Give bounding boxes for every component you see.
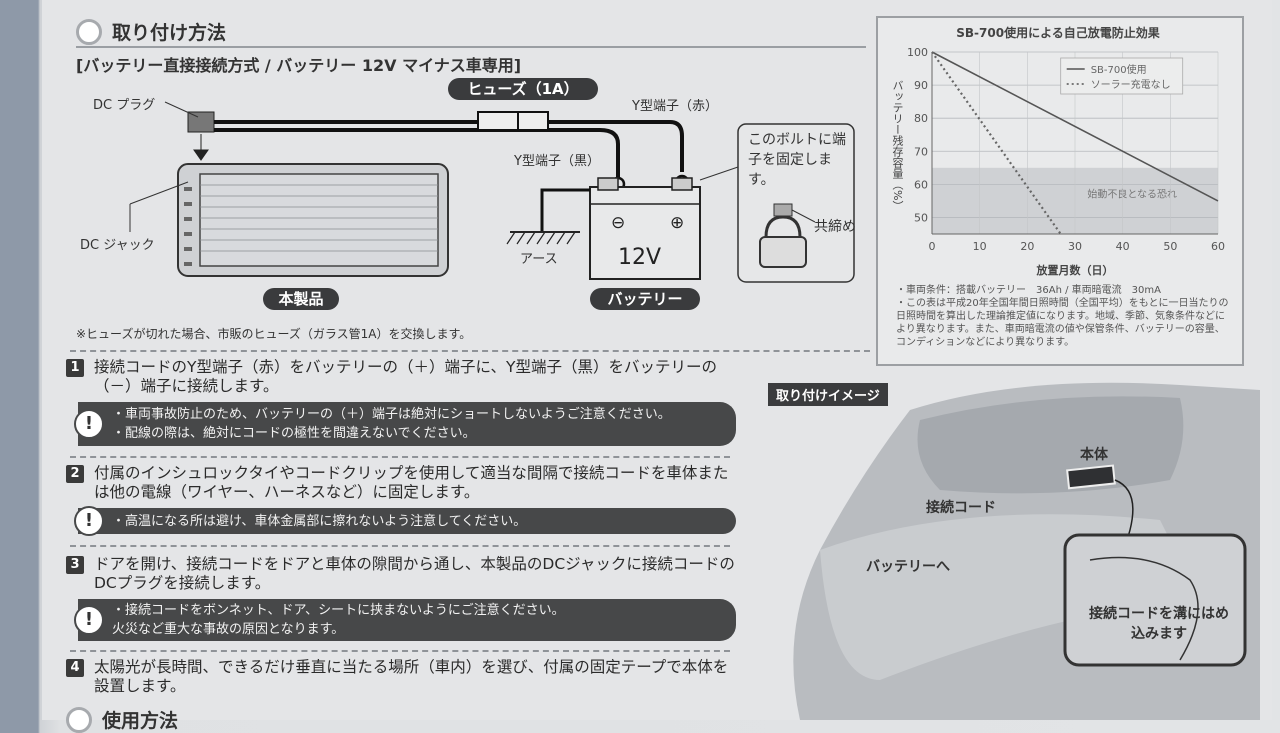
step-4: 4 太陽光が長時間、できるだけ垂直に当たる場所（車内）を選び、付属の固定テープで… [66, 658, 736, 696]
warning-band: ! ・高温になる所は避け、車体金属部に擦れないよう注意してください。 [74, 506, 736, 536]
fuse-label: ヒューズ（1A） [448, 78, 598, 100]
install-image-title: 取り付けイメージ [768, 383, 888, 406]
divider [70, 350, 870, 352]
chart-ytick-label: 100 [907, 46, 928, 59]
warning-line: ・配線の際は、絶対にコードの極性を間違えないでください。 [112, 426, 476, 441]
warning-line: ・車両事故防止のため、バッテリーの（＋）端子は絶対にショートしないようご注意くだ… [112, 407, 671, 422]
chart-xtick-label: 60 [1211, 240, 1225, 253]
chart-xtick-label: 10 [973, 240, 987, 253]
chart-xtick-label: 30 [1068, 240, 1082, 253]
step-1: 1 接続コードのY型端子（赤）をバッテリーの（＋）端子に、Y型端子（黒）をバッテ… [66, 358, 736, 446]
car-illustration [793, 382, 1260, 720]
step-text: 接続コードのY型端子（赤）をバッテリーの（＋）端子に、Y型端子（黒）をバッテリー… [94, 358, 717, 395]
dc-plug-label: DC プラグ [93, 98, 156, 113]
chart-note: ・この表は平成20年全国年間日照時間（全国平均）をもとに一日当たりの日照時間を算… [896, 298, 1229, 348]
step-3: 3 ドアを開け、接続コードをドアと車体の隙間から通し、本製品のDCジャックに接続… [66, 555, 736, 641]
chart-xtick-label: 40 [1116, 240, 1130, 253]
chart-xtick-label: 50 [1163, 240, 1177, 253]
dc-plug-leader [164, 101, 199, 118]
cord-label: 接続コード [926, 500, 996, 516]
chart-ytick-label: 60 [914, 178, 928, 191]
heading-rule [76, 46, 866, 48]
section-title: 取り付け方法 [112, 22, 227, 44]
cable-black-line [214, 128, 620, 177]
exclamation-icon: ! [74, 506, 104, 536]
step-number: 3 [66, 556, 84, 574]
earth-label: アース [520, 252, 558, 267]
chart-legend-label: SB-700使用 [1091, 63, 1147, 76]
method-title: [バッテリー直接接続方式 / バッテリー 12V マイナス車専用] [76, 56, 522, 75]
y-terminal-red-label: Y型端子（赤） [632, 99, 718, 114]
down-arrow-icon [193, 134, 209, 161]
chart-series-line [931, 51, 1219, 202]
wiring-diagram: ⊖ ⊕ 12V [129, 101, 855, 283]
chart-ylabel: バッテリー残存容量（%） [891, 80, 904, 212]
step-number: 2 [66, 465, 84, 483]
chart-ytick-label: 70 [914, 145, 928, 158]
battery-voltage: 12V [618, 245, 661, 270]
chart-ytick-label: 50 [914, 211, 928, 224]
chart-xtick-label: 0 [929, 240, 936, 253]
bolt-clamp-icon [759, 236, 807, 268]
solar-cell-grid [200, 184, 438, 252]
fuse-holder [477, 111, 549, 131]
warning-line: 火災など重大な事故の原因となります。 [112, 622, 345, 637]
chart-notes: ・車両条件：搭載バッテリー 36Ah / 車両暗電流 30mA ・この表は平成2… [896, 284, 1230, 349]
chart-shaded-label: 始動不良となる恐れ [1087, 188, 1177, 201]
chart-note: ・車両条件：搭載バッテリー 36Ah / 車両暗電流 30mA [896, 285, 1161, 296]
step-number: 4 [66, 659, 84, 677]
step-text: ドアを開け、接続コードをドアと車体の隙間から通し、本製品のDCジャックに接続コー… [94, 555, 735, 592]
heading-circle-icon [76, 18, 102, 45]
y-terminal-black-label: Y型端子（黒） [514, 154, 600, 169]
battery-label: バッテリー [590, 288, 700, 310]
bolt-note: このボルトに端子を固定します。 [748, 132, 846, 188]
solar-cell-area [199, 173, 439, 267]
chart-legend [1060, 57, 1184, 95]
product-label: 本製品 [263, 288, 339, 310]
battery-body [589, 186, 701, 280]
step-number: 1 [66, 359, 84, 377]
chart-title: SB-700使用による自己放電防止効果 [956, 26, 1160, 40]
step-2: 2 付属のインシュロックタイやコードクリップを使用して適当な間隔で接続コードを車… [66, 464, 736, 536]
chart-xlabel: 放置月数（日） [1036, 264, 1114, 277]
warning-line: ・接続コードをボンネット、ドア、シートに挟まないようにご注意ください。 [112, 603, 565, 618]
step-text: 付属のインシュロックタイやコードクリップを使用して適当な間隔で接続コードを車体ま… [94, 464, 729, 501]
section-heading: 取り付け方法 [76, 18, 226, 45]
step-text: 太陽光が長時間、できるだけ垂直に当たる場所（車内）を選び、付属の固定テープで本体… [94, 658, 729, 695]
warning-line: ・高温になる所は避け、車体金属部に擦れないよう注意してください。 [112, 513, 527, 529]
chart-ytick-label: 90 [914, 79, 928, 92]
chart-xtick-label: 20 [1020, 240, 1034, 253]
dc-plug-shape [187, 111, 215, 133]
cable-red-to-plus [548, 120, 684, 172]
groove-detail-box [1063, 533, 1247, 667]
panel-indicator-dots [184, 187, 192, 266]
exclamation-icon: ! [74, 409, 104, 439]
dc-jack-label: DC ジャック [80, 238, 155, 253]
solar-unit-icon [1066, 464, 1116, 490]
crimp-label: 共締め [814, 219, 856, 235]
fuse-note: ※ヒューズが切れた場合、市販のヒューズ（ガラス管1A）を交換します。 [76, 327, 472, 341]
exclamation-icon: ! [74, 605, 104, 635]
to-battery-label: バッテリーへ [866, 559, 950, 575]
chart-legend-label: ソーラー充電なし [1091, 78, 1171, 91]
chart-series-line [931, 51, 1062, 235]
chart-plot: 始動不良となる恐れ 50 60 70 80 90 100 0 10 20 30 40 50 60 SB-70… [907, 46, 1225, 253]
warning-band: ! ・車両事故防止のため、バッテリーの（＋）端子は絶対にショートしないようご注意… [74, 402, 736, 446]
warning-band: ! ・接続コードをボンネット、ドア、シートに挟まないようにご注意ください。 火災… [74, 599, 736, 641]
battery-plus-symbol: ⊕ [670, 213, 684, 233]
earth-cable [540, 188, 590, 232]
groove-note: 接続コードを溝にはめ込みます [1089, 606, 1229, 642]
car-windshield [917, 396, 1184, 494]
unit-label: 本体 [1080, 447, 1108, 463]
chart-ytick-label: 80 [914, 112, 928, 125]
battery-minus-symbol: ⊖ [611, 213, 625, 233]
